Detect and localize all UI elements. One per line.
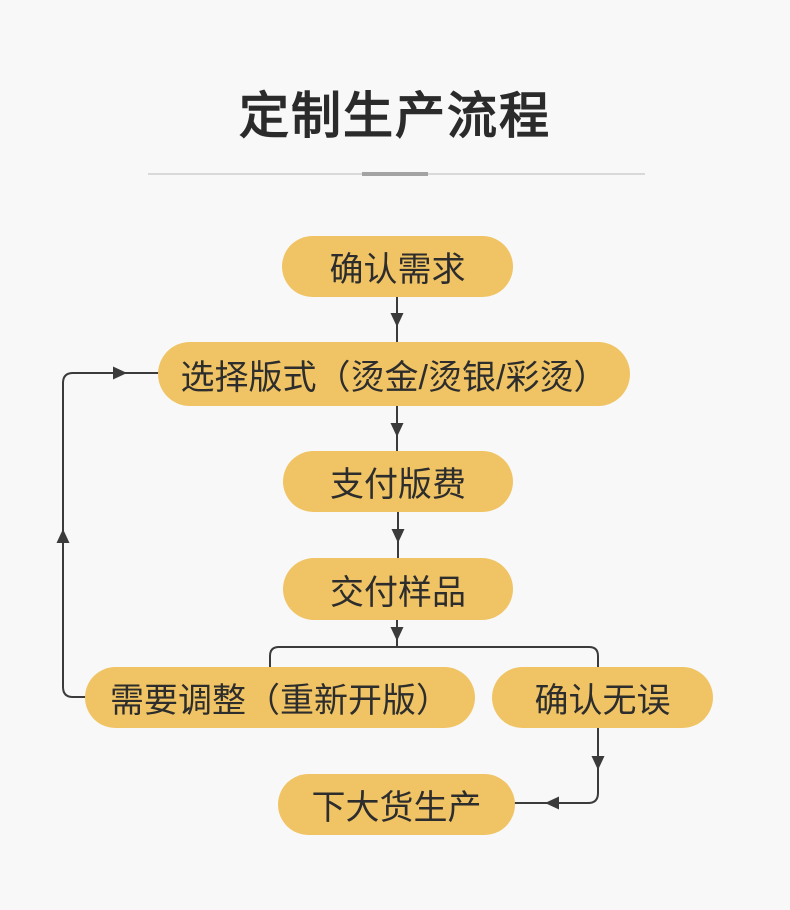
flow-node-start-bulk-production: 下大货生产 bbox=[278, 774, 515, 835]
arrow-down-icon bbox=[390, 313, 404, 327]
arrow-down-icon bbox=[390, 627, 404, 641]
flow-node-label: 下大货生产 bbox=[311, 789, 482, 827]
flow-node-deliver-sample: 交付样品 bbox=[283, 558, 513, 620]
branch-bracket bbox=[269, 646, 599, 668]
edge-adjust-loop-to-choose bbox=[56, 366, 159, 698]
flow-node-label: 需要调整（重新开版） bbox=[110, 682, 450, 720]
flow-node-label: 支付版费 bbox=[330, 466, 466, 504]
edge-confirm-to-choose bbox=[390, 296, 404, 343]
arrow-right-icon bbox=[113, 366, 127, 380]
edge-ok-to-production bbox=[514, 727, 605, 810]
arrow-left-icon bbox=[545, 796, 559, 810]
flow-node-label: 确认需求 bbox=[329, 251, 466, 289]
title-divider-accent bbox=[362, 172, 428, 176]
flow-node-need-adjustment: 需要调整（重新开版） bbox=[85, 667, 475, 728]
edge-pay-to-sample bbox=[391, 511, 405, 559]
flow-node-label: 交付样品 bbox=[330, 573, 466, 612]
flow-node-pay-plate-fee: 支付版费 bbox=[283, 451, 513, 512]
flow-node-label: 选择版式（烫金/烫银/彩烫） bbox=[180, 358, 608, 397]
edge-choose-to-pay bbox=[390, 405, 404, 452]
flow-node-label: 确认无误 bbox=[534, 682, 671, 720]
arrow-up-icon bbox=[56, 529, 70, 543]
flow-node-confirmed-correct: 确认无误 bbox=[492, 667, 713, 728]
flow-node-confirm-requirements: 确认需求 bbox=[282, 236, 513, 297]
arrow-down-icon bbox=[391, 529, 405, 543]
arrow-down-icon bbox=[591, 756, 605, 770]
flow-node-choose-plate-style: 选择版式（烫金/烫银/彩烫） bbox=[158, 342, 630, 406]
edge-sample-to-branch bbox=[390, 619, 404, 647]
page-title: 定制生产流程 bbox=[239, 88, 551, 144]
arrow-down-icon bbox=[390, 423, 404, 437]
